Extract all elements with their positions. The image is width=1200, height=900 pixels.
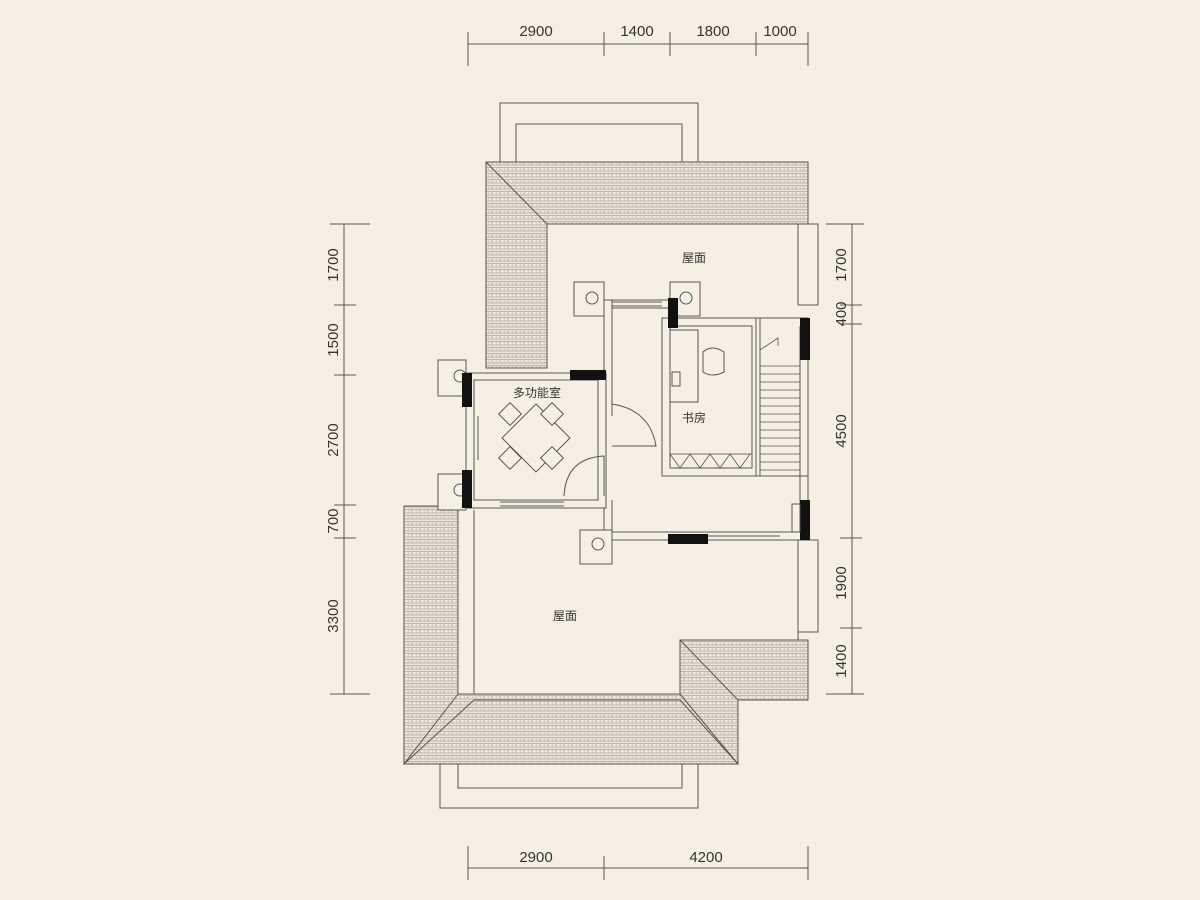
doors bbox=[473, 403, 657, 497]
dim-right-1: 1700 bbox=[833, 248, 850, 281]
study-cabinet bbox=[669, 453, 753, 469]
dimension-left bbox=[330, 223, 370, 695]
bottom-parapet bbox=[439, 764, 699, 809]
stair-arrow bbox=[759, 337, 779, 351]
dim-left-1: 1700 bbox=[325, 248, 342, 281]
dim-top-1: 2900 bbox=[519, 23, 552, 40]
wall-solid bbox=[462, 298, 810, 544]
study-desk bbox=[669, 329, 725, 403]
top-parapet bbox=[499, 102, 699, 162]
bottom-roof-area bbox=[473, 510, 819, 695]
columns bbox=[437, 281, 701, 565]
roof-label-top: 屋面 bbox=[682, 251, 706, 265]
dimension-bottom bbox=[467, 846, 809, 880]
windows bbox=[500, 301, 801, 541]
dim-right-4: 1900 bbox=[833, 566, 850, 599]
dim-left-3: 2700 bbox=[325, 423, 342, 456]
stair bbox=[759, 337, 800, 471]
dim-bottom-1: 2900 bbox=[519, 849, 552, 866]
top-roof-area bbox=[547, 223, 819, 306]
dim-right-5: 1400 bbox=[833, 644, 850, 677]
dim-left-5: 3300 bbox=[325, 599, 342, 632]
multifunction-room-label: 多功能室 bbox=[513, 385, 561, 400]
dim-top-3: 1800 bbox=[696, 23, 729, 40]
dim-top-4: 1000 bbox=[763, 23, 796, 40]
dim-left-2: 1500 bbox=[325, 323, 342, 356]
bottom-roof bbox=[402, 505, 809, 765]
dim-right-2: 400 bbox=[833, 301, 850, 326]
roof-label-bottom: 屋面 bbox=[553, 609, 577, 623]
dining-set bbox=[497, 401, 571, 473]
dim-left-4: 700 bbox=[325, 508, 342, 533]
dim-bottom-2: 4200 bbox=[689, 849, 722, 866]
dim-right-3: 4500 bbox=[833, 414, 850, 447]
dimension-right bbox=[826, 223, 864, 695]
study-room-label: 书房 bbox=[682, 410, 706, 425]
dimension-top bbox=[467, 32, 809, 66]
dim-top-2: 1400 bbox=[620, 23, 653, 40]
